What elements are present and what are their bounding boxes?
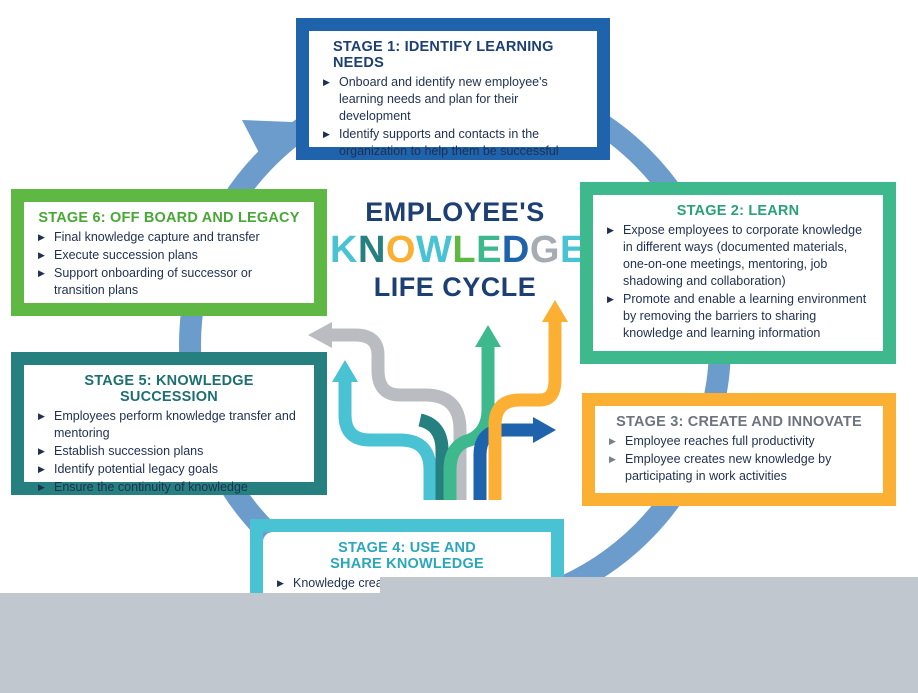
gray-overlay-band [0, 593, 918, 693]
title-letter-4: W [415, 229, 453, 271]
title-line-life-cycle: LIFE CYCLE [373, 272, 537, 302]
path-arrow-blue [473, 423, 535, 500]
stage-4-title-line-1: STAGE 4: USE AND [338, 540, 476, 556]
diagram-title: EMPLOYEE'S KNOWLEDGE LIFE CYCLE [330, 196, 585, 304]
stage-2-title: STAGE 2: LEARN [676, 203, 800, 219]
stage-5-bullet-4: Ensure the continuity of knowledge [36, 479, 302, 496]
path-arrow-green [443, 345, 495, 500]
stage-3-box: STAGE 3: CREATE AND INNOVATE Employee re… [582, 393, 896, 506]
title-letter-3: O [385, 229, 416, 271]
stage-2-bullet-2: Promote and enable a learning environmen… [605, 291, 871, 342]
stage-4-title: STAGE 4: USE AND SHARE KNOWLEDGE [275, 540, 539, 572]
stage-3-bullet-1: Employee reaches full productivity [607, 433, 871, 450]
path-arrow-yellow [488, 320, 562, 500]
stage-2-bullet-1: Expose employees to corporate knowledge … [605, 222, 871, 290]
stage-1-box: STAGE 1: IDENTIFY LEARNING NEEDS Onboard… [296, 18, 610, 160]
path-arrowhead-blue [533, 417, 556, 443]
stage-5-bullet-2: Establish succession plans [36, 443, 302, 460]
stage-1-title: STAGE 1: IDENTIFY LEARNING NEEDS [333, 39, 554, 71]
stage-5-title: STAGE 5: KNOWLEDGE SUCCESSION [84, 373, 254, 405]
stage-6-title: STAGE 6: OFF BOARD AND LEGACY [38, 210, 300, 226]
stage-1-list: Onboard and identify new employee's lear… [321, 74, 585, 160]
path-arrows [330, 320, 562, 500]
title-letter-6: E [476, 229, 502, 271]
stage-1-bullet-1: Onboard and identify new employee's lear… [321, 74, 585, 125]
path-arrow-darkteal [418, 413, 449, 500]
path-arrowhead-gray [308, 322, 332, 348]
title-letter-8: G [529, 229, 560, 271]
stage-6-list: Final knowledge capture and transfer Exe… [36, 229, 302, 299]
stage-5-list: Employees perform knowledge transfer and… [36, 408, 302, 496]
title-letter-5: L [452, 229, 477, 271]
stage-1-bullet-2: Identify supports and contacts in the or… [321, 126, 585, 160]
stage-2-box: STAGE 2: LEARN Expose employees to corpo… [580, 182, 896, 364]
stage-6-bullet-3: Support onboarding of successor or trans… [36, 265, 302, 299]
title-letter-2: N [357, 229, 386, 271]
stage-5-box: STAGE 5: KNOWLEDGE SUCCESSION Employees … [11, 352, 327, 496]
path-arrow-gray [330, 328, 467, 500]
stage-3-bullet-2: Employee creates new knowledge by partic… [607, 451, 871, 485]
stage-6-box: STAGE 6: OFF BOARD AND LEGACY Final know… [11, 189, 327, 316]
path-arrow-teal [338, 380, 437, 500]
stage-5-bullet-1: Employees perform knowledge transfer and… [36, 408, 302, 442]
stage-6-bullet-2: Execute succession plans [36, 247, 302, 264]
stage-3-list: Employee reaches full productivity Emplo… [607, 433, 871, 485]
title-letter-7: D [501, 229, 530, 271]
stage-3-title: STAGE 3: CREATE AND INNOVATE [616, 414, 862, 430]
stage-6-bullet-1: Final knowledge capture and transfer [36, 229, 302, 246]
cycle-arrowhead [242, 120, 292, 170]
path-arrowhead-yellow [542, 300, 568, 322]
stage-4-list: Knowledge crea [275, 575, 539, 592]
title-letter-1: K [330, 229, 358, 271]
stage-5-bullet-3: Identify potential legacy goals [36, 461, 302, 478]
title-line-knowledge: KNOWLEDGE [330, 229, 585, 271]
stage-4-bullet-1: Knowledge crea [275, 575, 539, 592]
title-line-employees: EMPLOYEE'S [365, 197, 545, 227]
stage-2-list: Expose employees to corporate knowledge … [605, 222, 871, 342]
path-arrowhead-green [475, 325, 501, 347]
path-arrowhead-teal [332, 360, 358, 382]
stage-4-title-line-2: SHARE KNOWLEDGE [330, 556, 484, 572]
